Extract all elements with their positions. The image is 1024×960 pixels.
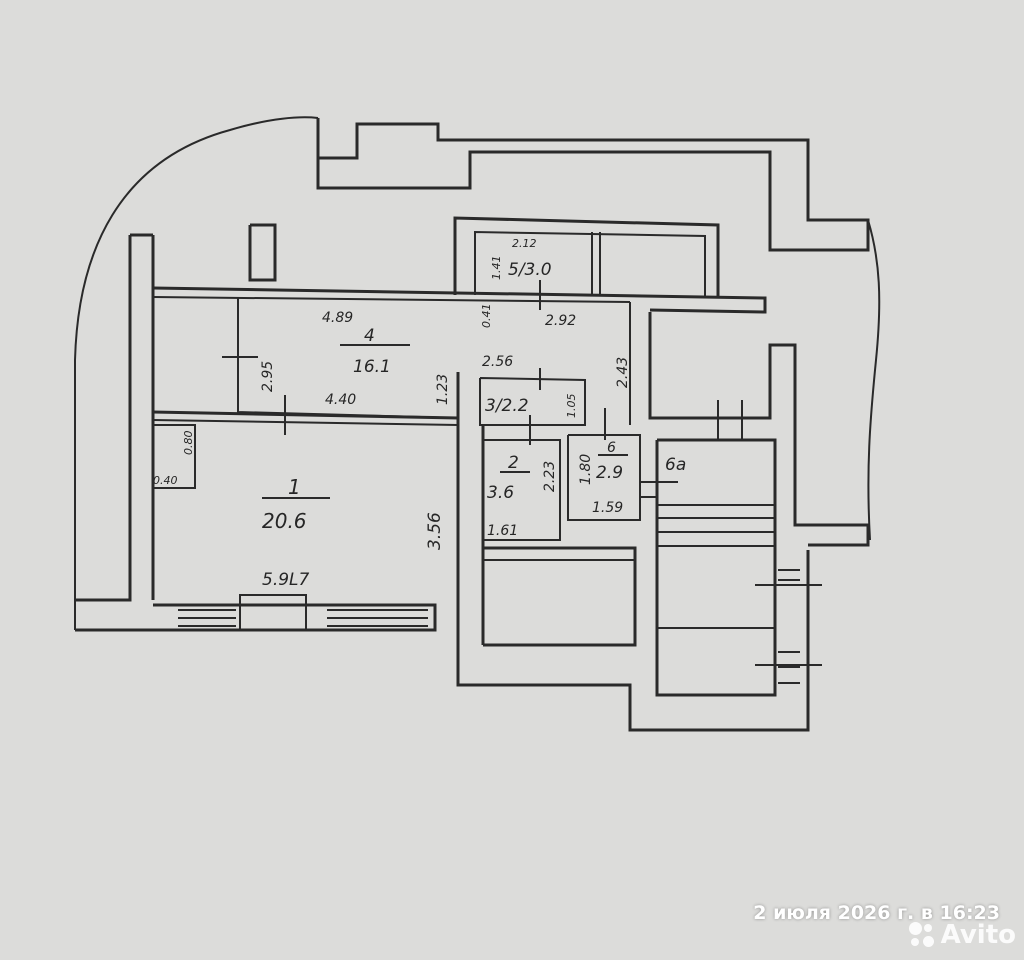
avito-watermark: Avito <box>907 920 1016 950</box>
room4-inner-dim: 1.23 <box>435 374 451 405</box>
room5-outline <box>453 216 720 298</box>
room5-width: 2.12 <box>512 237 537 250</box>
room1-bottom-wall <box>75 603 437 632</box>
room4-bottom-dim: 4.40 <box>325 392 356 408</box>
avito-logo-icon <box>907 920 937 950</box>
room3-side-dim: 1.05 <box>565 394 578 419</box>
room4-right-top-dim: 2.92 <box>545 313 576 329</box>
room5-label: 5/3.0 <box>508 260 552 280</box>
room6a-label: 6a <box>665 455 686 475</box>
corridor-wall-inner <box>152 296 631 303</box>
niche-width: 0.40 <box>153 474 178 487</box>
entrance-door <box>239 594 307 630</box>
niche-depth: 0.80 <box>182 431 195 456</box>
room4-area: 16.1 <box>353 357 391 377</box>
photo-timestamp: 2 июля 2026 г. в 16:23 <box>753 902 1000 924</box>
room2-area: 3.6 <box>487 483 514 503</box>
room1-area: 20.6 <box>262 509 307 533</box>
outer-contour <box>74 116 319 630</box>
room2-number: 2 <box>508 453 519 473</box>
stair-block <box>655 438 777 697</box>
central-wall <box>456 372 810 732</box>
room3-top-dim: 2.56 <box>482 354 513 370</box>
room2-width: 1.61 <box>487 523 518 539</box>
room-divider-2 <box>152 419 459 426</box>
room4-number: 4 <box>364 326 375 346</box>
room2-depth: 2.23 <box>542 461 558 492</box>
room6-width: 1.59 <box>592 500 623 516</box>
room1-number: 1 <box>288 475 301 499</box>
room3-label: 3/2.2 <box>485 396 529 416</box>
room6-number: 6 <box>607 440 616 456</box>
room4-top-dim: 4.89 <box>322 310 353 326</box>
entrance-steps-right <box>327 609 428 627</box>
small-niche <box>153 424 196 489</box>
room5-depth: 1.41 <box>490 256 503 281</box>
room5-small-dim: 0.41 <box>480 304 493 329</box>
door-marks <box>222 280 822 666</box>
room1-depth: 3.56 <box>425 512 445 550</box>
corridor-wall <box>152 286 767 314</box>
room4-right-dim: 2.43 <box>615 357 631 388</box>
room6-area: 2.9 <box>596 463 623 483</box>
left-wall <box>75 235 132 602</box>
entrance-steps-left <box>178 609 236 627</box>
room5-inner <box>474 230 706 298</box>
top-outline <box>316 118 870 252</box>
room6-outline <box>567 434 641 521</box>
room3-outline <box>479 377 586 426</box>
room2-outline <box>483 439 561 541</box>
avito-wordmark: Avito <box>940 920 1016 950</box>
stair-shaft <box>648 312 870 547</box>
room4-left-dim: 2.95 <box>260 361 276 392</box>
wall-stub <box>248 223 277 282</box>
room-divider <box>152 410 459 420</box>
outer-contour-right <box>867 219 881 541</box>
room6-depth: 1.80 <box>578 454 594 485</box>
lower-room <box>483 546 637 647</box>
room1-width: 5.9L7 <box>262 570 310 590</box>
